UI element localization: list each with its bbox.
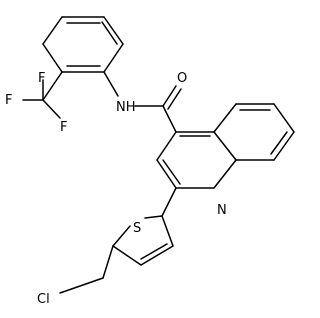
quinoline-benzo-ring	[213, 103, 295, 161]
c-cl-bond	[59, 277, 104, 294]
fluorine-bottom-label: F	[60, 120, 67, 135]
structure-canvas: O NH N S Cl F F F	[5, 16, 295, 307]
fluorine-left-label: F	[5, 93, 12, 108]
trifluoromethyl-group	[22, 71, 63, 119]
quinoline-pyridine-ring	[156, 131, 237, 189]
molecule-diagram: O NH N S Cl F F F	[5, 16, 295, 307]
fluorine-top-label: F	[38, 71, 45, 86]
chlorine-label: Cl	[37, 292, 50, 307]
quinoline-n-label: N	[217, 203, 227, 218]
amide-group	[103, 71, 182, 133]
oxygen-label: O	[177, 71, 187, 86]
phenyl-ring	[42, 16, 124, 73]
thiophene-ring	[102, 187, 177, 279]
amide-nh-label: NH	[116, 100, 136, 115]
thiophene-s-label: S	[133, 221, 141, 236]
